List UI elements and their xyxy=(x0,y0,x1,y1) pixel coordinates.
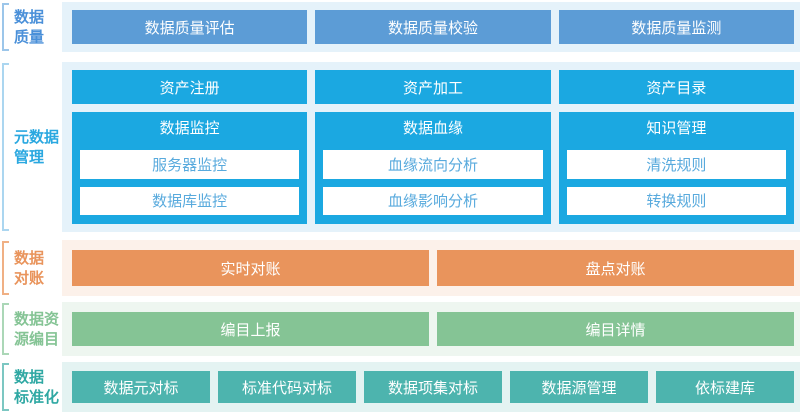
feature-box: 数据源管理 xyxy=(510,371,648,403)
section-label: 数据 标准化 xyxy=(14,367,59,408)
sub-feature-box: 转换规则 xyxy=(566,186,786,215)
feature-box: 数据质量监测 xyxy=(558,10,794,44)
feature-box: 编目上报 xyxy=(72,312,429,346)
section-label-rail: 数据 对账 xyxy=(0,240,62,296)
section-panel: 编目上报 编目详情 xyxy=(62,302,800,356)
section-metadata-management: 元数据 管理 资产注册 数据监控 服务器监控 数据库监控 资产加工 数据血缘 血… xyxy=(0,62,800,232)
feature-box: 编目详情 xyxy=(437,312,794,346)
section-label: 数据 质量 xyxy=(14,7,44,48)
section-data-reconciliation: 数据 对账 实时对账 盘点对账 xyxy=(0,240,800,296)
section-label-line: 数据 xyxy=(14,7,45,26)
section-label: 数据资 源编目 xyxy=(14,309,59,350)
group-box: 知识管理 清洗规则 转换规则 xyxy=(558,112,794,224)
section-data-standardization: 数据 标准化 数据元对标 标准代码对标 数据项集对标 数据源管理 依标建库 xyxy=(0,362,800,412)
section-bracket xyxy=(2,63,9,231)
section-bracket xyxy=(2,303,9,355)
sub-feature-box: 血缘流向分析 xyxy=(323,150,543,179)
group-box: 数据血缘 血缘流向分析 血缘影响分析 xyxy=(315,112,551,224)
section-label-line: 源编目 xyxy=(14,330,60,348)
section-label-line: 标准化 xyxy=(14,388,60,406)
metadata-column: 资产加工 数据血缘 血缘流向分析 血缘影响分析 xyxy=(315,70,551,224)
column-header-box: 资产加工 xyxy=(315,70,551,104)
section-label-line: 数据 xyxy=(14,248,45,267)
feature-box: 数据元对标 xyxy=(72,371,210,403)
group-title: 数据监控 xyxy=(159,118,220,137)
section-label: 元数据 管理 xyxy=(14,127,59,168)
feature-box: 数据项集对标 xyxy=(364,371,502,403)
sub-feature-box: 数据库监控 xyxy=(80,186,300,215)
feature-box: 数据质量校验 xyxy=(315,10,551,44)
section-panel: 数据质量评估 数据质量校验 数据质量监测 xyxy=(62,2,800,52)
column-header-box: 资产目录 xyxy=(558,70,794,104)
section-label-rail: 元数据 管理 xyxy=(0,62,62,232)
section-data-quality: 数据 质量 数据质量评估 数据质量校验 数据质量监测 xyxy=(0,2,800,52)
sub-feature-box: 服务器监控 xyxy=(80,150,300,179)
section-bracket xyxy=(2,241,9,295)
group-title: 数据血缘 xyxy=(402,118,463,137)
section-label-line: 数据 xyxy=(14,367,45,386)
section-label-rail: 数据 标准化 xyxy=(0,362,62,412)
section-label: 数据 对账 xyxy=(14,248,44,289)
feature-box: 依标建库 xyxy=(656,371,794,403)
section-label-line: 数据资 xyxy=(14,309,60,328)
section-label-line: 质量 xyxy=(14,28,45,46)
group-box: 数据监控 服务器监控 数据库监控 xyxy=(72,112,308,224)
feature-box: 数据质量评估 xyxy=(72,10,308,44)
section-label-line: 元数据 xyxy=(14,127,60,146)
section-label-line: 管理 xyxy=(14,148,45,166)
section-label-rail: 数据资 源编目 xyxy=(0,302,62,356)
feature-box: 标准代码对标 xyxy=(218,371,356,403)
metadata-column: 资产注册 数据监控 服务器监控 数据库监控 xyxy=(72,70,308,224)
section-label-rail: 数据 质量 xyxy=(0,2,62,52)
section-data-resource-catalog: 数据资 源编目 编目上报 编目详情 xyxy=(0,302,800,356)
sub-feature-box: 清洗规则 xyxy=(566,150,786,179)
section-bracket xyxy=(2,363,9,411)
sub-feature-box: 血缘影响分析 xyxy=(323,186,543,215)
feature-box: 盘点对账 xyxy=(437,250,794,286)
section-panel: 资产注册 数据监控 服务器监控 数据库监控 资产加工 数据血缘 血缘流向分析 血… xyxy=(62,62,800,232)
feature-box: 实时对账 xyxy=(72,250,429,286)
column-header-box: 资产注册 xyxy=(72,70,308,104)
section-label-line: 对账 xyxy=(14,269,45,287)
section-bracket xyxy=(2,3,9,51)
group-title: 知识管理 xyxy=(646,118,707,137)
metadata-column: 资产目录 知识管理 清洗规则 转换规则 xyxy=(558,70,794,224)
section-panel: 数据元对标 标准代码对标 数据项集对标 数据源管理 依标建库 xyxy=(62,362,800,412)
section-panel: 实时对账 盘点对账 xyxy=(62,240,800,296)
